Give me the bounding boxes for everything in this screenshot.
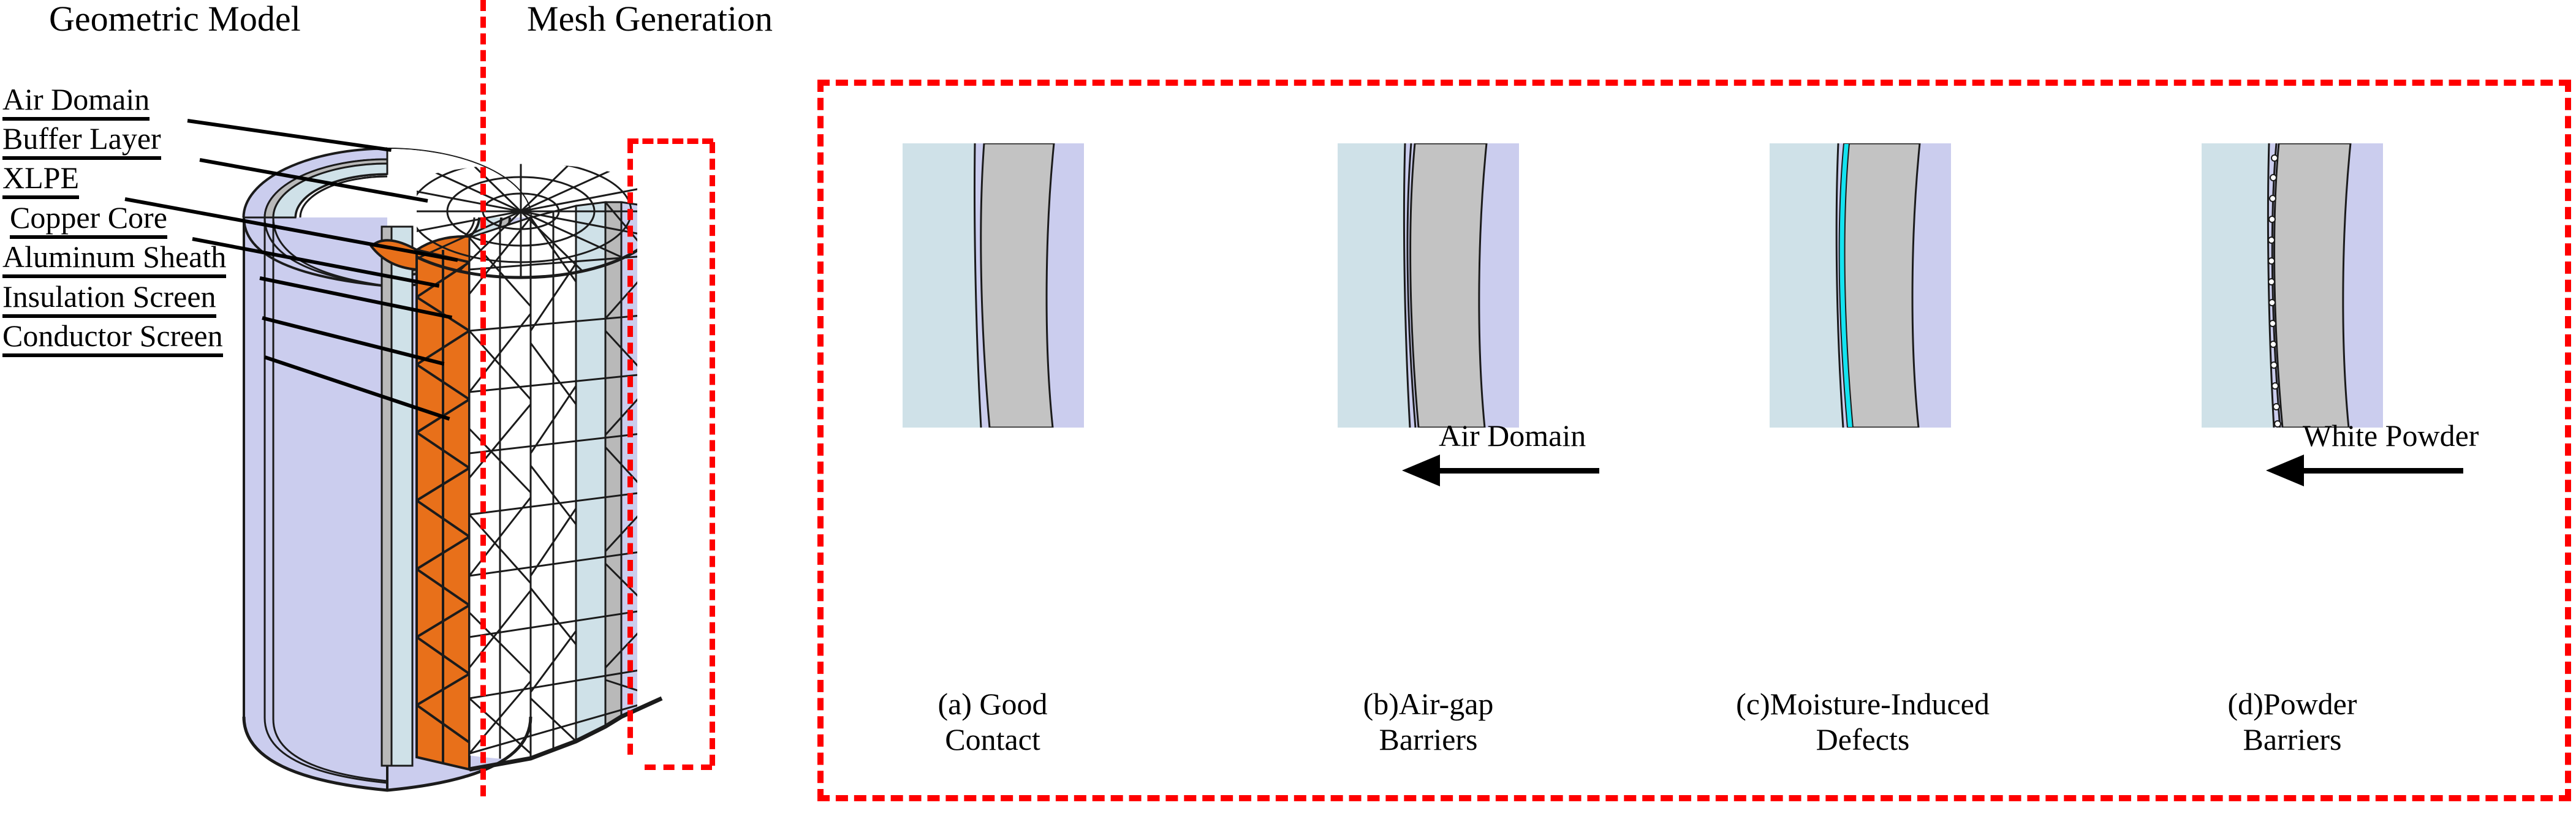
panel-c-caption-line1: (c)Moisture-Induced — [1736, 687, 1990, 721]
panel-c-caption: (c)Moisture-Induced Defects — [1728, 686, 1998, 757]
panel-d-caption-line2: Barriers — [2243, 722, 2342, 757]
panel-b-annotation-arrow — [1402, 455, 1599, 486]
cut-plane-marker-2 — [627, 142, 633, 755]
panel-c-caption-line2: Defects — [1816, 722, 1910, 757]
cable-3d-model — [242, 147, 663, 792]
panel-b-caption: (b)Air-gap Barriers — [1327, 686, 1529, 757]
cut-plane-top-connector — [627, 138, 713, 144]
defect-cases-box — [817, 80, 2571, 801]
cut-plane-bottom-connector — [645, 764, 712, 770]
panel-b-annotation-label: Air Domain — [1439, 418, 1586, 453]
panel-d-annotation-label: White Powder — [2303, 418, 2479, 453]
panel-a-good-contact — [903, 143, 1084, 428]
label-aluminum-sheath: Aluminum Sheath — [2, 241, 227, 278]
panel-b-caption-line1: (b)Air-gap — [1363, 687, 1494, 721]
panel-a-caption: (a) Good Contact — [892, 686, 1094, 757]
label-buffer-layer: Buffer Layer — [2, 123, 161, 160]
mesh-generation-title: Mesh Generation — [527, 0, 773, 39]
panel-a-caption-line1: (a) Good — [938, 687, 1048, 721]
panel-d-caption: (d)Powder Barriers — [2191, 686, 2393, 757]
label-insulation-screen: Insulation Screen — [2, 281, 216, 318]
panel-b-air-gap-barriers — [1338, 143, 1519, 428]
label-air-domain: Air Domain — [2, 84, 150, 121]
panel-b-caption-line2: Barriers — [1379, 722, 1478, 757]
cut-plane-marker-1 — [480, 0, 486, 796]
label-conductor-screen: Conductor Screen — [2, 320, 223, 357]
cut-plane-marker-3 — [710, 142, 715, 766]
panel-c-moisture-induced-defects — [1770, 143, 1951, 428]
panel-d-caption-line1: (d)Powder — [2227, 687, 2357, 721]
label-copper-core: Copper Core — [10, 202, 167, 239]
panel-d-annotation-arrow — [2266, 455, 2463, 486]
panel-d-powder-barriers — [2202, 143, 2383, 428]
geometric-model-title: Geometric Model — [49, 0, 301, 39]
label-xlpe: XLPE — [2, 162, 79, 199]
panel-a-caption-line2: Contact — [945, 722, 1040, 757]
